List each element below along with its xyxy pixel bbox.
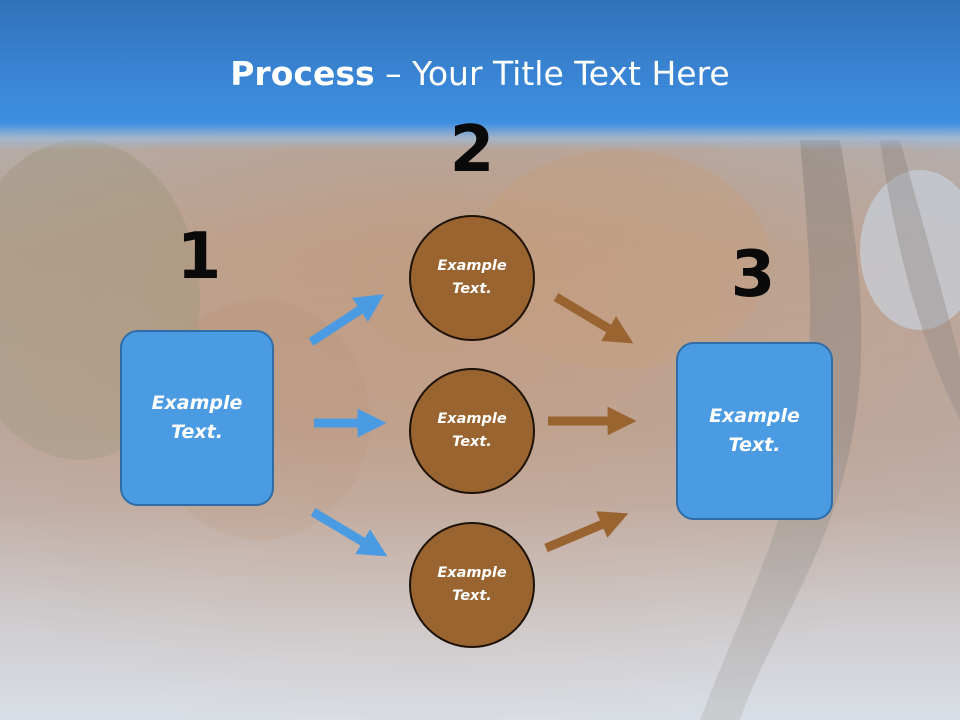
circle-bottom: Example Text.: [409, 522, 535, 648]
step-number-1: 1: [176, 220, 222, 294]
arrow-brown-down: [553, 293, 634, 344]
circle-middle-text: Example Text.: [437, 411, 507, 450]
left-box-text: Example Text.: [151, 392, 243, 443]
step-number-2: 2: [449, 113, 495, 187]
arrow-blue-down: [310, 508, 388, 557]
title-bold: Process: [230, 54, 375, 93]
title-rest: – Your Title Text Here: [374, 54, 730, 93]
circle-top-text: Example Text.: [437, 258, 507, 297]
left-process-box: Example Text.: [120, 330, 274, 506]
right-box-text: Example Text.: [709, 405, 800, 456]
title-band: [0, 0, 960, 150]
arrow-brown-up: [544, 511, 629, 553]
arrow-blue-up: [308, 294, 385, 346]
circle-top: Example Text.: [409, 215, 535, 341]
circle-bottom-text: Example Text.: [437, 565, 507, 604]
step-number-3: 3: [730, 238, 776, 312]
slide-title: Process – Your Title Text Here: [0, 52, 960, 96]
circle-middle: Example Text.: [409, 368, 535, 494]
right-process-box: Example Text.: [676, 342, 833, 520]
